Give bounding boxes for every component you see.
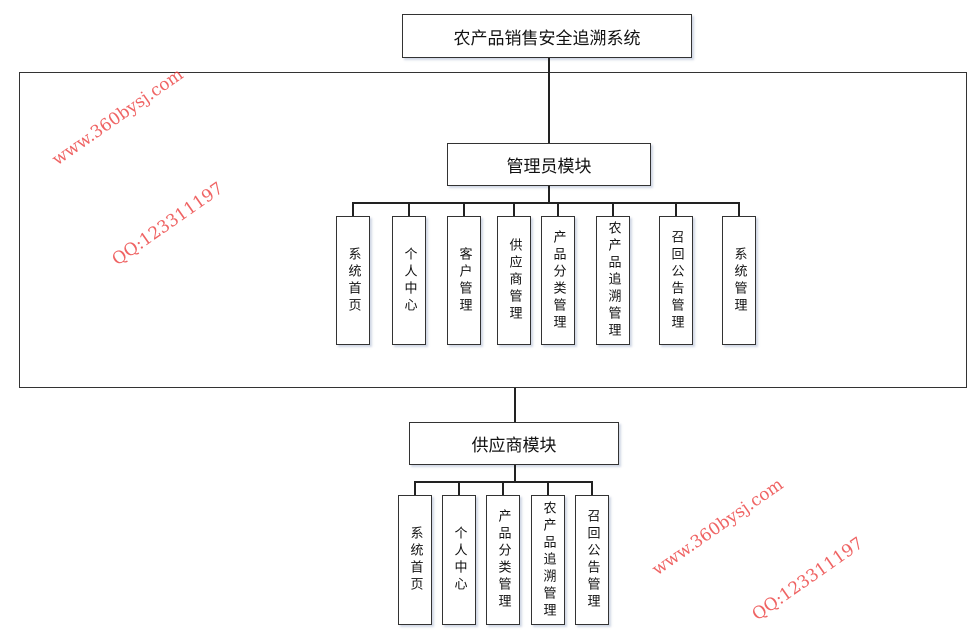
module-item-box: 个人中心 (442, 495, 476, 625)
supplier-module-box: 供应商模块 (409, 422, 619, 465)
module-item-box: 产品分类管理 (541, 216, 575, 345)
module-item-box: 系统管理 (722, 216, 756, 345)
connector (547, 481, 549, 495)
connector (502, 481, 504, 495)
connector (612, 202, 614, 216)
admin-module-box: 管理员模块 (447, 143, 651, 186)
connector (557, 202, 559, 216)
connector (738, 202, 740, 216)
system-title-box: 农产品销售安全追溯系统 (402, 14, 692, 58)
connector (463, 202, 465, 216)
module-item-box: 召回公告管理 (659, 216, 693, 345)
connector (352, 202, 354, 216)
connector (458, 481, 460, 495)
connector (414, 481, 416, 495)
connector (591, 481, 593, 495)
connector (548, 186, 550, 202)
module-item-box: 召回公告管理 (575, 495, 609, 625)
module-item-box: 农产品追溯管理 (596, 216, 630, 345)
connector (514, 388, 516, 422)
connector (548, 58, 550, 143)
admin-module-frame (19, 72, 967, 388)
module-item-box: 系统首页 (398, 495, 432, 625)
connector (675, 202, 677, 216)
watermark-site: www.360bysj.com (648, 474, 788, 580)
watermark-qq: QQ:123311197 (748, 533, 868, 625)
module-item-box: 系统首页 (336, 216, 370, 345)
module-item-box: 产品分类管理 (486, 495, 520, 625)
module-item-box: 个人中心 (392, 216, 426, 345)
module-item-box: 农产品追溯管理 (531, 495, 565, 625)
connector (513, 202, 515, 216)
admin-bus-line (352, 202, 740, 204)
module-item-box: 供应商管理 (497, 216, 531, 345)
module-item-box: 客户管理 (447, 216, 481, 345)
connector (408, 202, 410, 216)
connector (514, 465, 516, 481)
